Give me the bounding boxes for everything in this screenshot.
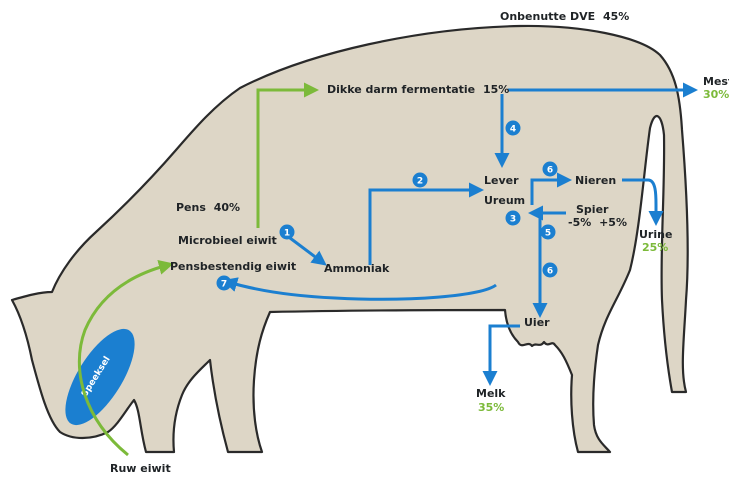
label-speeksel-ghost: Speeksel [104, 96, 144, 106]
step-badge-3: 3 [506, 211, 521, 226]
label-ammoniak: Ammoniak [324, 262, 390, 275]
step-badge-7: 7 [217, 276, 232, 291]
label-spier: Spier [576, 203, 609, 216]
svg-text:7: 7 [221, 280, 227, 290]
label-mest: Mest [703, 75, 729, 88]
label-urine-pct: 25% [642, 241, 668, 254]
step-badge-2: 2 [413, 173, 428, 188]
label-melk: Melk [476, 387, 506, 400]
svg-text:2: 2 [417, 177, 423, 187]
svg-text:3: 3 [510, 215, 516, 225]
step-badge-5: 5 [541, 225, 556, 240]
label-ruw-eiwit: Ruw eiwit [110, 462, 171, 475]
label-pens: Pens 40% [176, 201, 240, 214]
svg-text:1: 1 [284, 229, 290, 239]
step-badge-6-uier: 6 [543, 263, 558, 278]
label-melk-pct: 35% [478, 401, 504, 414]
svg-text:6: 6 [547, 166, 553, 176]
label-urine: Urine [639, 228, 672, 241]
label-lever: Lever [484, 174, 519, 187]
step-badge-1: 1 [280, 225, 295, 240]
label-mest-pct: 30% [703, 88, 729, 101]
step-badge-6-nieren: 6 [543, 162, 558, 177]
svg-text:4: 4 [510, 125, 516, 135]
svg-text:5: 5 [545, 229, 551, 239]
label-microbieel-eiwit: Microbieel eiwit [178, 234, 277, 247]
step-badge-4: 4 [506, 121, 521, 136]
label-ureum: Ureum [484, 194, 525, 207]
label-onbenutte-dve: Onbenutte DVE 45% [500, 10, 629, 23]
label-pensbestendig-eiwit: Pensbestendig eiwit [170, 260, 296, 273]
label-nieren: Nieren [575, 174, 616, 187]
label-uier: Uier [524, 316, 550, 329]
svg-text:6: 6 [547, 267, 553, 277]
